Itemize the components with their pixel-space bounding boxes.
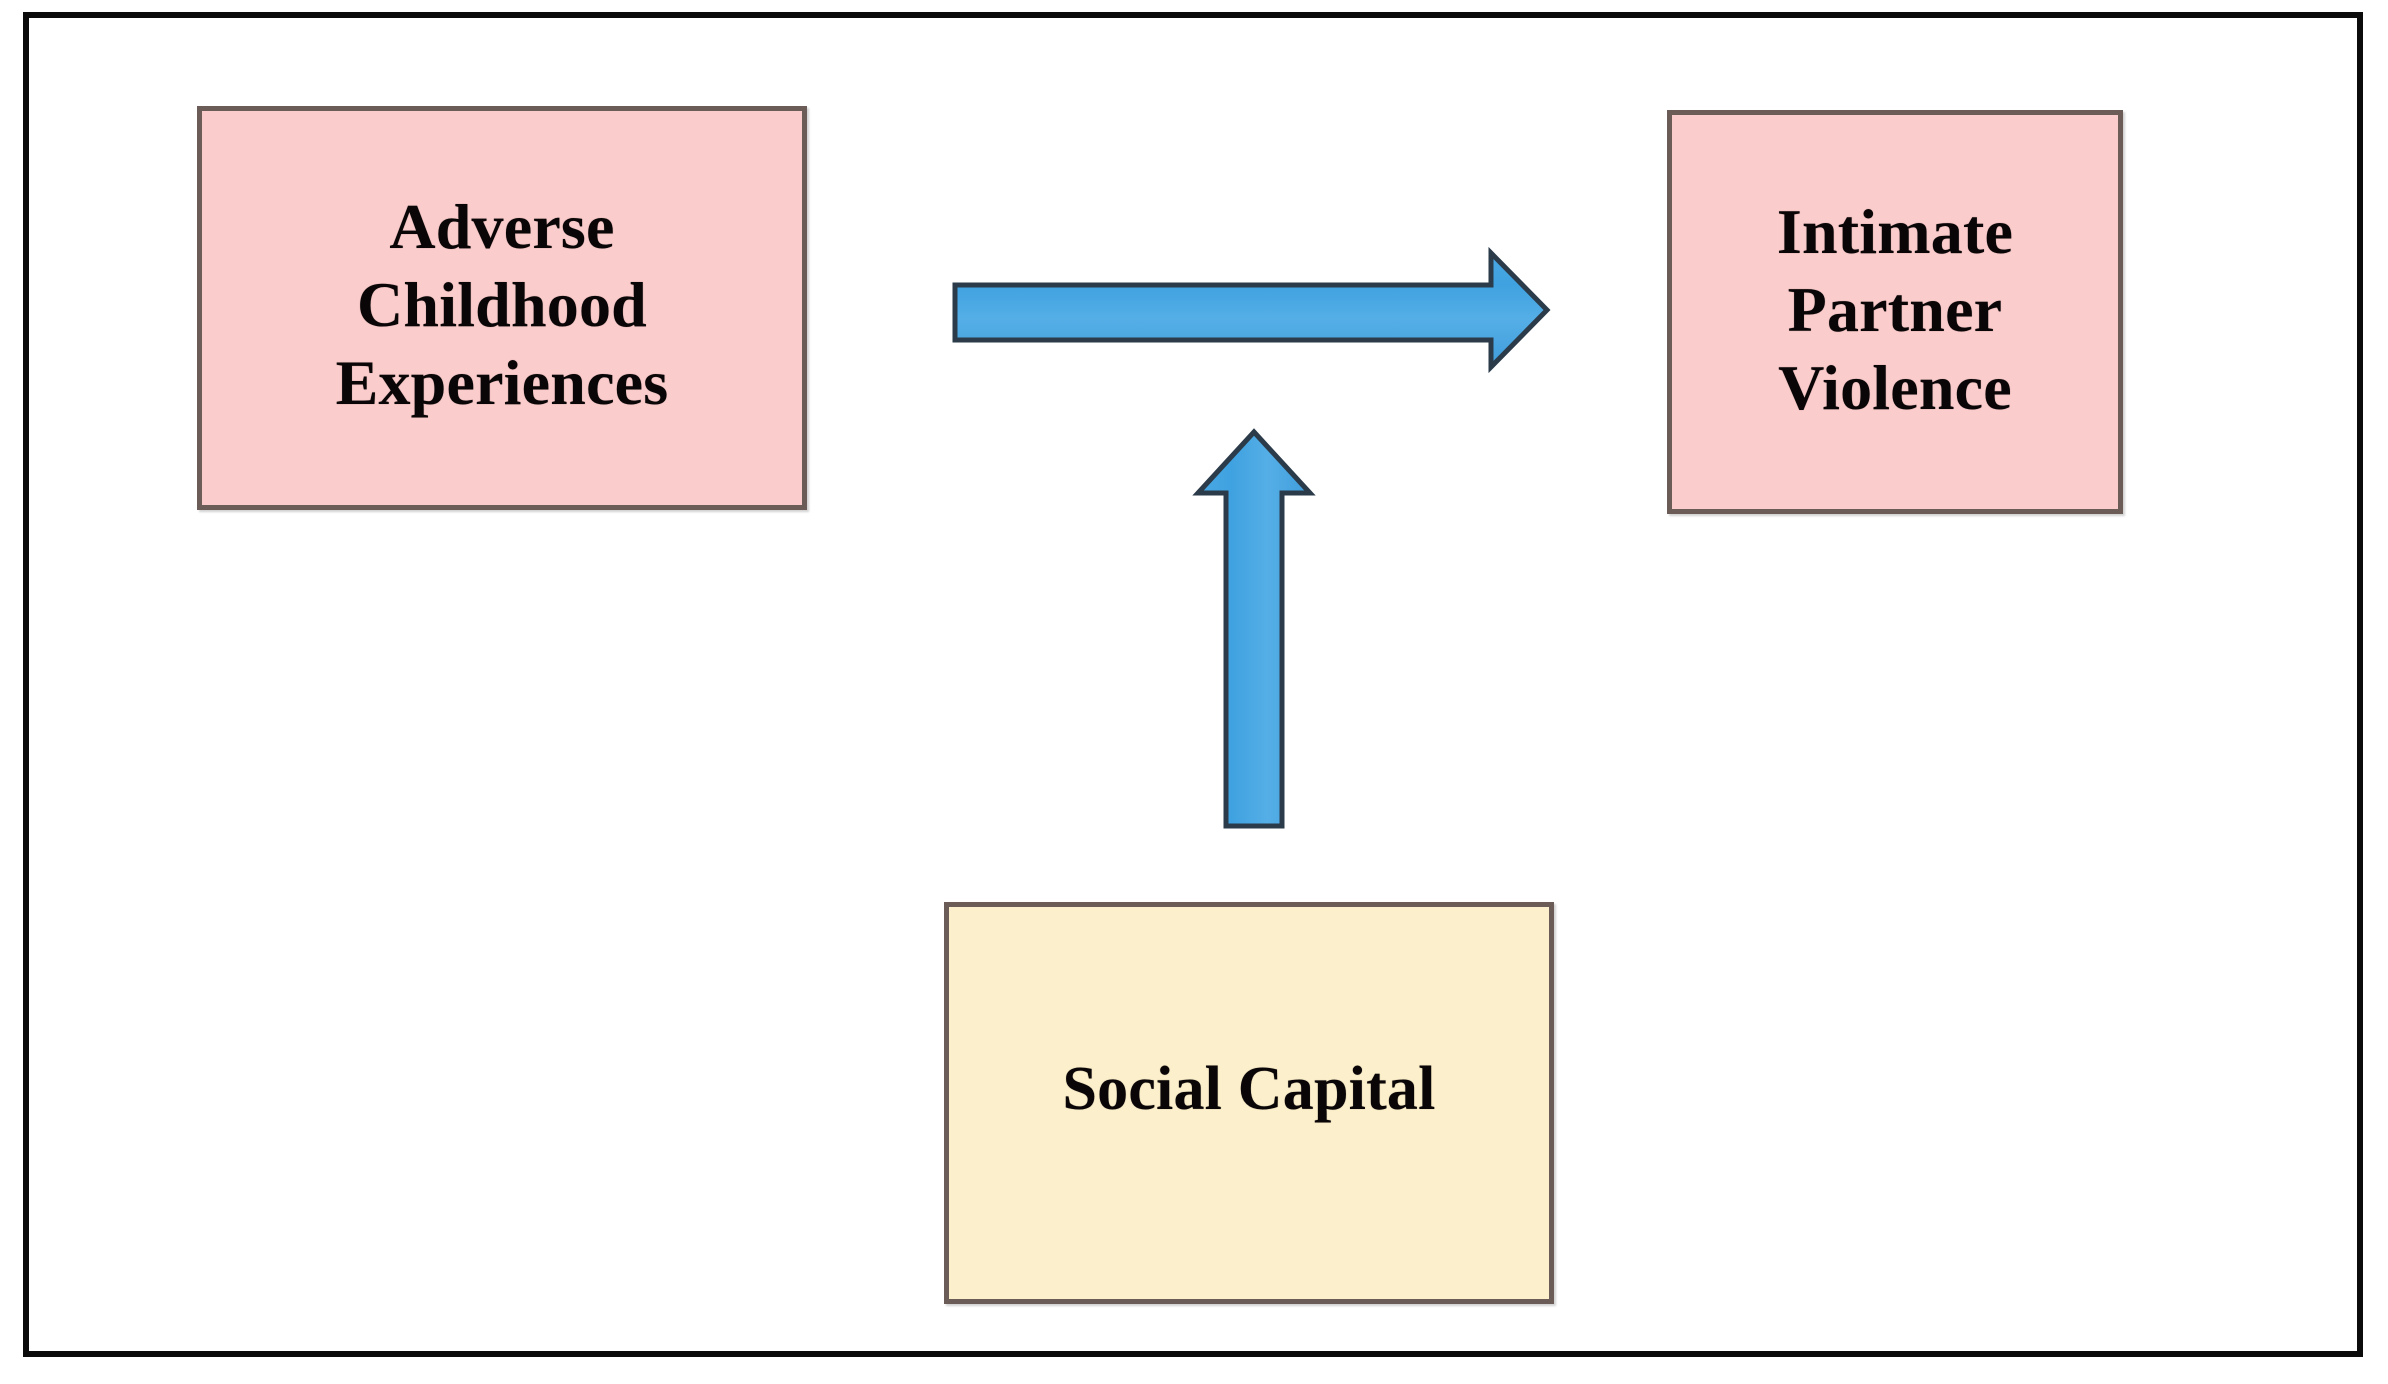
node-social-capital[interactable]: Social Capital (944, 902, 1554, 1304)
node-intimate-partner-violence[interactable]: Intimate Partner Violence (1667, 110, 2123, 514)
node-label-adverse-childhood-experiences: Adverse Childhood Experiences (335, 190, 669, 419)
arrow-right-icon-aces-to-ipv (952, 246, 1551, 374)
arrow-up-icon-social-capital-moderator (1192, 428, 1316, 829)
figure-outer-frame: Adverse Childhood Experiences Intimate P… (23, 12, 2363, 1357)
node-label-intimate-partner-violence: Intimate Partner Violence (1776, 195, 2014, 424)
node-adverse-childhood-experiences[interactable]: Adverse Childhood Experiences (197, 106, 807, 510)
node-label-social-capital: Social Capital (1062, 1055, 1436, 1124)
